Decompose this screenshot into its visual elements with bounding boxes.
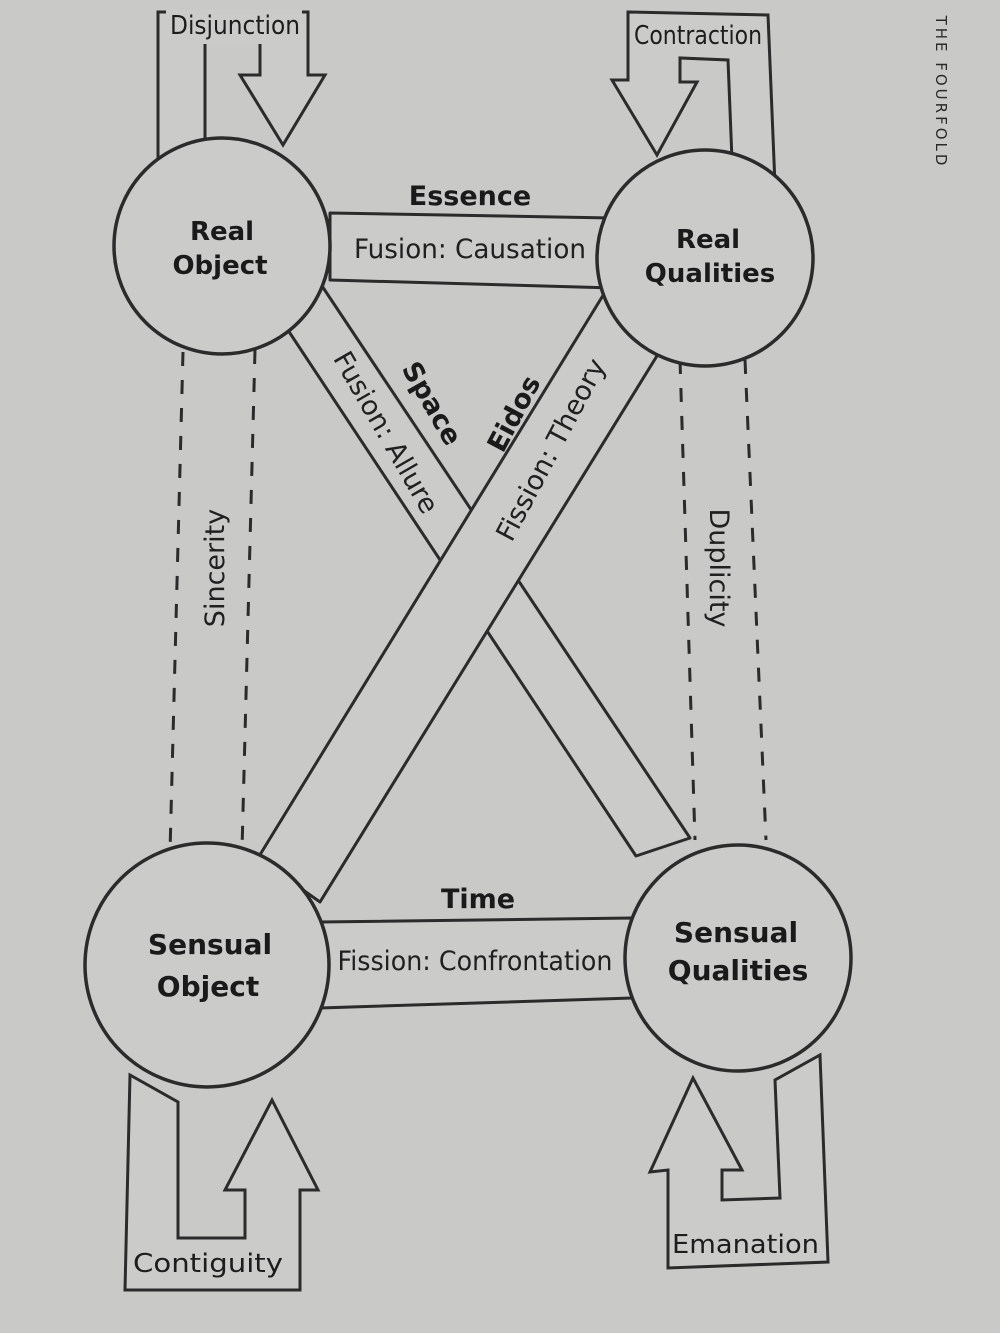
real-object-node: Real Object [112,136,332,356]
sensual-object-label-1: Sensual [148,928,272,961]
sensual-qualities-label-1: Sensual [674,916,798,949]
time-label: Time [441,884,515,915]
real-object-label-2: Object [172,251,267,281]
sensual-object-node: Sensual Object [83,841,331,1089]
disjunction-label: Disjunction [170,11,300,41]
sensual-qualities-node: Sensual Qualities [623,843,853,1073]
emanation-label: Emanation [672,1230,819,1260]
disjunction-loop: Disjunction [156,10,328,178]
running-header: THE FOURFOLD [932,15,950,169]
real-qualities-label-2: Qualities [645,259,775,289]
contraction-loop: Contraction [609,10,777,188]
contiguity-label: Contiguity [133,1249,283,1279]
contraction-label: Contraction [634,21,762,51]
emanation-loop: Emanation [647,1052,830,1270]
duplicity-link [678,359,768,841]
confrontation-label: Fission: Confrontation [338,946,613,977]
real-qualities-node: Real Qualities [595,148,815,368]
sensual-qualities-label-2: Qualities [668,954,808,987]
real-object-label-1: Real [190,217,254,247]
causation-label: Fusion: Causation [354,234,586,265]
sensual-object-label-2: Object [157,970,259,1003]
duplicity-label: Duplicity [703,509,734,628]
sincerity-label: Sincerity [200,509,231,627]
contiguity-loop: Contiguity [123,1072,321,1292]
essence-label: Essence [409,181,531,212]
real-qualities-label-1: Real [676,225,740,255]
